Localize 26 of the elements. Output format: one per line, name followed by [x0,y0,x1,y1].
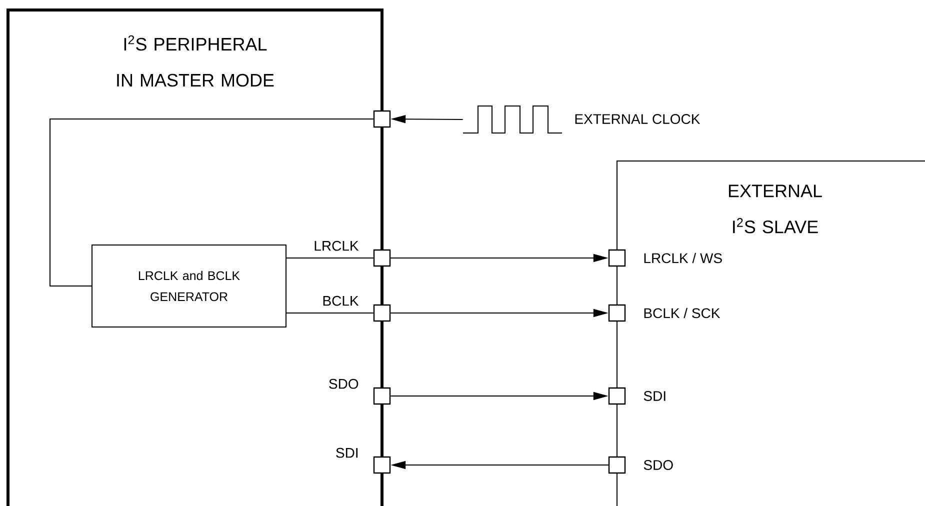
block-box [6,8,384,506]
pin-box [608,387,626,405]
pin-label: EXTERNAL CLOCK [575,114,700,124]
connector-line [286,312,374,314]
pin-box [373,456,391,474]
pin-box [373,249,391,267]
pin-box [608,304,626,322]
pin-box [608,249,626,267]
pin-box [373,110,391,128]
pin-label: BCLK / SCK [644,308,720,318]
pin-label: SDO [329,378,358,389]
block-box [616,160,925,506]
connector-line [50,118,374,286]
pin-box [373,387,391,405]
pin-label: LRCLK [314,240,359,251]
pin-label: BCLK [323,296,359,306]
pin-box [373,304,391,322]
pin-label: SDI [336,448,358,458]
pin-label: SDI [644,391,666,401]
block-title: EXTERNAL I$^{2}$S SLAVE [728,184,822,234]
generator-box: LRCLK and BCLK GENERATOR [92,244,286,328]
pin-label: LRCLK / WS [644,252,722,264]
block-title: I$^{2}$S PERIPHERAL IN MASTER MODE [117,35,274,87]
clock-waveform-drawing [462,106,562,134]
pin-box [608,456,626,474]
pin-label: SDO [644,460,673,470]
